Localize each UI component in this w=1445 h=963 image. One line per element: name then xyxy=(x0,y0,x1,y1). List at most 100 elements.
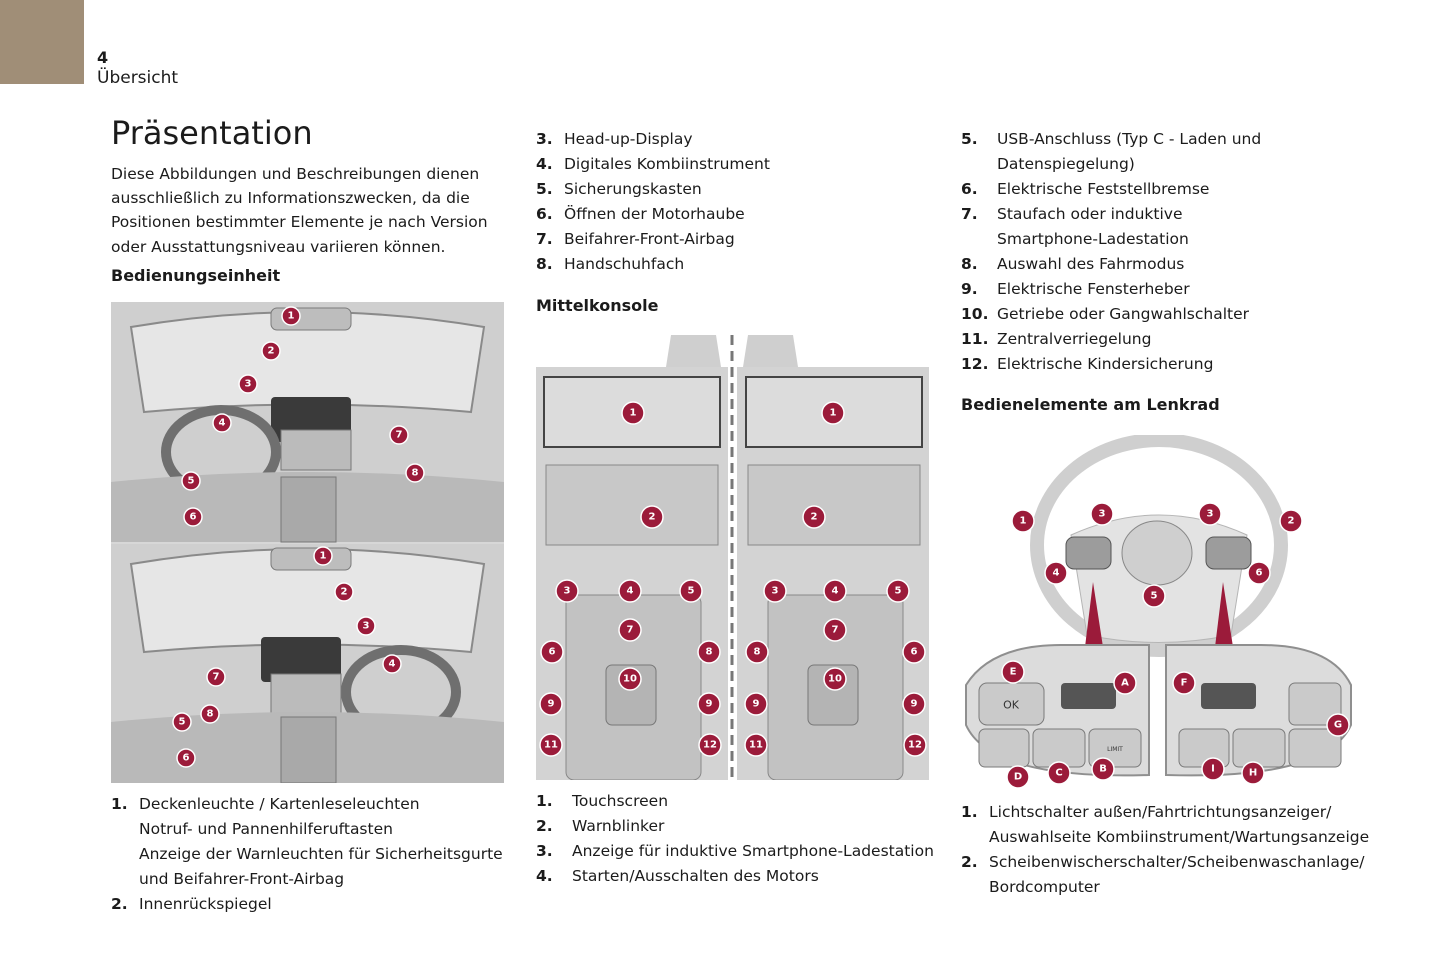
callout-7-top: 7 xyxy=(389,425,409,445)
svg-text:F: F xyxy=(1181,678,1188,689)
callout-10-right: 10 xyxy=(823,667,847,691)
callout-E: E xyxy=(1001,660,1025,684)
svg-text:4: 4 xyxy=(627,586,634,597)
svg-text:2: 2 xyxy=(649,512,656,523)
dashboard-figure: 1 2 3 4 5 6 7 8 1 2 3 4 5 6 7 8 xyxy=(111,302,504,783)
svg-text:9: 9 xyxy=(706,699,713,710)
callout-6-left: 6 xyxy=(540,640,564,664)
callout-3-left: 3 xyxy=(1090,502,1114,526)
callout-10-left: 10 xyxy=(618,667,642,691)
svg-text:6: 6 xyxy=(1256,568,1263,579)
callout-9-right-b: 9 xyxy=(902,692,926,716)
svg-text:C: C xyxy=(1055,768,1062,779)
callout-I: I xyxy=(1201,757,1225,781)
callout-11-left: 11 xyxy=(539,733,563,757)
svg-text:B: B xyxy=(1099,764,1107,775)
svg-text:5: 5 xyxy=(1151,591,1158,602)
callout-5-right: 5 xyxy=(886,579,910,603)
callout-3-right: 3 xyxy=(763,579,787,603)
svg-text:9: 9 xyxy=(911,699,918,710)
svg-text:A: A xyxy=(1121,678,1129,689)
callout-5-left: 5 xyxy=(679,579,703,603)
intro-paragraph: Diese Abbildungen und Beschreibungen die… xyxy=(111,165,488,256)
svg-text:8: 8 xyxy=(207,709,214,720)
mittelkonsole-list: 1.Touchscreen 2.Warnblinker 3.Anzeige fü… xyxy=(536,789,936,889)
svg-text:5: 5 xyxy=(895,586,902,597)
callout-11-right: 11 xyxy=(744,733,768,757)
callout-2-right: 2 xyxy=(802,505,826,529)
callout-4-bottom: 4 xyxy=(382,654,402,674)
svg-text:2: 2 xyxy=(341,587,348,598)
svg-text:7: 7 xyxy=(213,672,220,683)
callout-12-right: 12 xyxy=(903,733,927,757)
callout-8-left: 8 xyxy=(697,640,721,664)
svg-text:8: 8 xyxy=(706,647,713,658)
svg-text:8: 8 xyxy=(754,647,761,658)
callout-1-top: 1 xyxy=(281,306,301,326)
list-item: 3.Anzeige für induktive Smartphone-Lades… xyxy=(536,842,934,860)
svg-text:2: 2 xyxy=(811,512,818,523)
svg-text:E: E xyxy=(1010,667,1017,678)
svg-text:4: 4 xyxy=(1053,568,1060,579)
callout-5: 5 xyxy=(1142,584,1166,608)
callout-6-top: 6 xyxy=(183,507,203,527)
callout-H: H xyxy=(1241,761,1265,785)
callout-4-right: 4 xyxy=(823,579,847,603)
callout-3-left: 3 xyxy=(555,579,579,603)
svg-text:1: 1 xyxy=(830,408,837,419)
svg-text:7: 7 xyxy=(396,430,403,441)
callout-9-left-b: 9 xyxy=(697,692,721,716)
svg-text:7: 7 xyxy=(832,625,839,636)
callout-2: 2 xyxy=(1279,509,1303,533)
svg-text:5: 5 xyxy=(688,586,695,597)
chapter-tab xyxy=(0,0,84,84)
callout-6: 6 xyxy=(1247,561,1271,585)
callout-9-right-a: 9 xyxy=(744,692,768,716)
svg-text:I: I xyxy=(1211,764,1215,775)
svg-text:G: G xyxy=(1334,720,1342,731)
list-item: 9.Elektrische Fensterheber xyxy=(961,280,1190,298)
list-item: 6.Öffnen der Motorhaube xyxy=(536,205,745,223)
heading-lenkrad: Bedienelemente am Lenkrad xyxy=(961,395,1220,414)
svg-text:1: 1 xyxy=(1020,516,1027,527)
svg-text:6: 6 xyxy=(549,647,556,658)
svg-text:8: 8 xyxy=(412,468,419,479)
callout-6-bottom: 6 xyxy=(176,748,196,768)
svg-text:10: 10 xyxy=(828,674,842,685)
callout-9-left-a: 9 xyxy=(539,692,563,716)
svg-text:3: 3 xyxy=(1099,509,1106,520)
svg-text:4: 4 xyxy=(219,418,226,429)
callout-A: A xyxy=(1113,671,1137,695)
svg-text:3: 3 xyxy=(772,586,779,597)
center-console-figure: 1 1 2 2 3 4 5 3 4 5 7 7 6 8 8 6 10 10 9 … xyxy=(536,335,929,780)
list-item: 3.Head-up-Display xyxy=(536,130,693,148)
callout-3-bottom: 3 xyxy=(356,616,376,636)
callout-5-top: 5 xyxy=(181,471,201,491)
svg-text:10: 10 xyxy=(623,674,637,685)
callout-5-bottom: 5 xyxy=(172,712,192,732)
callout-7-left: 7 xyxy=(618,618,642,642)
callout-D: D xyxy=(1006,765,1030,789)
svg-text:1: 1 xyxy=(320,551,327,562)
svg-text:H: H xyxy=(1249,768,1257,779)
bedienungseinheit-list: 1. Deckenleuchte / Kartenleseleuchten No… xyxy=(111,792,511,917)
svg-text:9: 9 xyxy=(548,699,555,710)
callout-2-bottom: 2 xyxy=(334,582,354,602)
callout-G: G xyxy=(1326,713,1350,737)
callout-2-left: 2 xyxy=(640,505,664,529)
callout-8-right: 8 xyxy=(745,640,769,664)
callout-7-bottom: 7 xyxy=(206,667,226,687)
svg-text:3: 3 xyxy=(245,379,252,390)
heading-bedienungseinheit: Bedienungseinheit xyxy=(111,266,281,285)
lenkrad-list: 1. Lichtschalter außen/Fahrtrichtungsanz… xyxy=(961,800,1381,900)
heading-mittelkonsole: Mittelkonsole xyxy=(536,296,659,315)
list-item: 2. Scheibenwischerschalter/Scheibenwasch… xyxy=(961,853,1365,896)
list-item: 10.Getriebe oder Gangwahlschalter xyxy=(961,305,1249,323)
section-title: Übersicht xyxy=(97,68,179,88)
list-item: 2.Warnblinker xyxy=(536,817,665,835)
callout-1-left: 1 xyxy=(621,401,645,425)
callout-8-top: 8 xyxy=(405,463,425,483)
list-item: 5.Sicherungskasten xyxy=(536,180,702,198)
callout-1-bottom: 1 xyxy=(313,546,333,566)
